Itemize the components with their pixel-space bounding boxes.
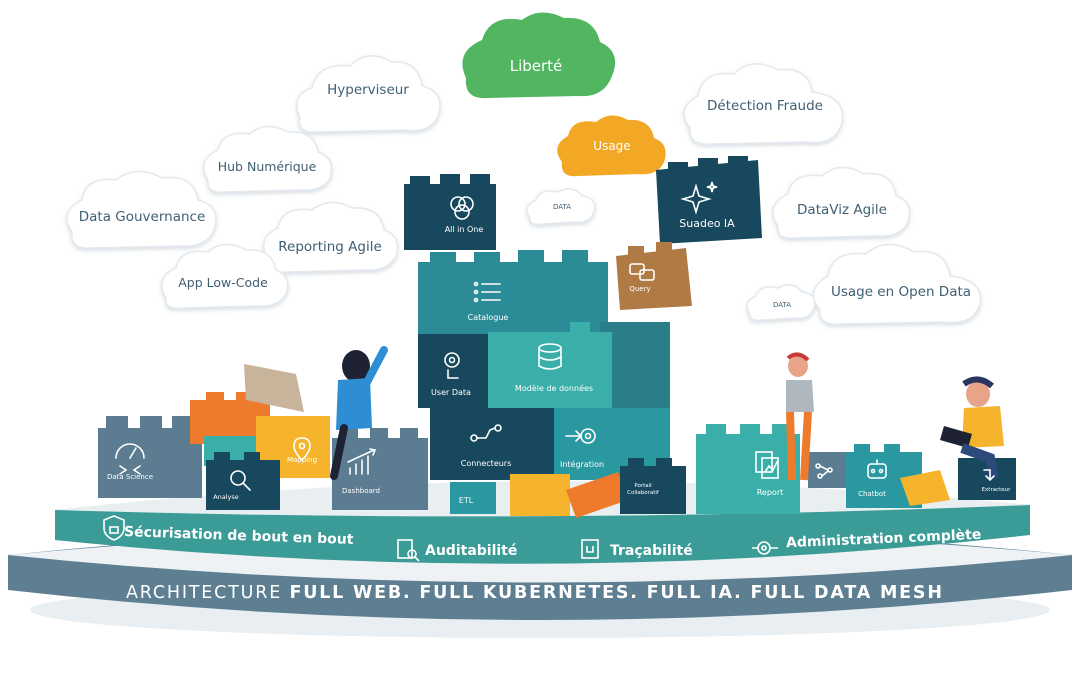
brick-suadeo-shape	[656, 156, 762, 244]
cloud-label-data-gouvernance: Data Gouvernance	[78, 209, 206, 225]
brick-analyse-shape	[206, 452, 280, 510]
architecture-prefix: ARCHITECTURE	[126, 583, 283, 603]
integration-gear-icon	[565, 428, 596, 444]
cloud-label-dataviz-agile: DataViz Agile	[797, 202, 887, 218]
brick-label-dashboard: Dashboard	[342, 487, 380, 495]
brick-portail-shape	[620, 458, 686, 514]
cloud-label-data-small-1: DATA	[552, 203, 572, 211]
brick-label-portail-line1: Portail	[634, 483, 652, 489]
brick-label-all-in-one: All in One	[444, 225, 484, 234]
brick-allinone-shape	[404, 174, 496, 250]
brick-modele-shape	[488, 322, 612, 408]
cloud-label-hub-numerique: Hub Numérique	[217, 159, 317, 174]
brick-userdata-shape	[418, 334, 488, 408]
robot-icon	[867, 459, 887, 479]
brick-label-suadeo-ia: Suadeo IA	[679, 217, 735, 230]
cloud-data-small-1	[526, 188, 596, 226]
brick-label-integration: Intégration	[559, 460, 605, 469]
brick-label-query: Query	[629, 285, 651, 293]
brick-label-data-science: Data Science	[106, 473, 154, 481]
brick-label-modele-donnees: Modèle de données	[514, 384, 594, 393]
database-icon	[538, 343, 562, 370]
person-right	[940, 376, 1004, 479]
extract-icon	[983, 469, 995, 482]
cloud-label-detection-fraude: Détection Fraude	[707, 98, 823, 114]
architecture-suffix: FULL WEB. FULL KUBERNETES. FULL IA. FULL…	[289, 583, 944, 603]
cloud-label-app-low-code: App Low-Code	[178, 275, 268, 290]
gauge-icon	[115, 443, 145, 475]
brick-label-mapping: Mapping	[286, 456, 318, 464]
cloud-data-small-2	[746, 284, 816, 322]
brick-report-shape	[696, 424, 800, 514]
connector-icon	[470, 424, 502, 442]
report-doc-icon	[755, 451, 779, 479]
brick-connecteurs-shape	[430, 408, 554, 480]
venn-icon	[450, 196, 474, 220]
cloud-hub	[203, 125, 333, 193]
cloud-opendata	[812, 243, 982, 325]
chat-bubbles-icon	[629, 263, 655, 281]
brick-label-user-data: User Data	[431, 388, 471, 397]
cloud-label-usage-open-data: Usage en Open Data	[830, 284, 972, 300]
cloud-dataviz	[772, 166, 911, 239]
cloud-label-liberte: Liberté	[509, 57, 563, 75]
bar-chart-icon	[347, 448, 377, 475]
architecture-line: ARCHITECTURE FULL WEB. FULL KUBERNETES. …	[126, 583, 944, 603]
brick-etl-shape	[450, 482, 496, 514]
brick-datascience-shape	[98, 416, 202, 498]
brick-label-portail-line2: Collaboratif	[627, 490, 659, 496]
brick-label-portail: Portail Collaboratif	[624, 483, 662, 497]
brick-label-connecteurs: Connecteurs	[460, 459, 512, 468]
brick-label-etl: ETL	[458, 496, 474, 505]
sparkle-icon	[680, 181, 718, 215]
feature-tracabilite: Traçabilité	[610, 543, 693, 559]
brick-label-chatbot: Chatbot	[858, 490, 886, 498]
feature-auditabilite: Auditabilité	[425, 543, 518, 559]
user-gear-icon	[444, 352, 460, 379]
magnifier-gear-icon	[230, 470, 251, 491]
map-pin-icon	[293, 437, 311, 462]
cloud-gouvernance	[66, 170, 217, 249]
cloud-label-reporting-agile: Reporting Agile	[278, 239, 382, 255]
cloud-detection	[683, 63, 844, 145]
brick-dashboard-shape	[332, 428, 428, 510]
cloud-label-hyperviseur: Hyperviseur	[327, 82, 409, 98]
platform	[8, 481, 1072, 638]
admin-gears-icon	[752, 541, 778, 555]
person-center	[786, 352, 814, 481]
brick-label-analyse: Analyse	[213, 493, 239, 501]
cloud-usage	[557, 115, 666, 177]
network-icon	[815, 463, 833, 479]
brick-label-extracteur: Extracteur	[981, 487, 1011, 493]
cloud-label-usage: Usage	[593, 139, 631, 153]
shield-lock-icon	[103, 515, 125, 541]
audit-doc-icon	[397, 539, 420, 562]
brick-label-catalogue: Catalogue	[467, 313, 509, 322]
list-icon	[473, 281, 501, 303]
trace-doc-icon	[581, 539, 599, 559]
brick-label-report: Report	[756, 488, 784, 497]
clouds-outline	[66, 55, 982, 325]
cloud-reporting	[263, 201, 399, 273]
person-left	[330, 346, 388, 480]
cloud-liberte	[462, 12, 616, 99]
cloud-label-data-small-2: DATA	[772, 301, 792, 309]
cloud-lowcode	[161, 243, 289, 310]
cloud-hyperviseur	[296, 55, 441, 133]
